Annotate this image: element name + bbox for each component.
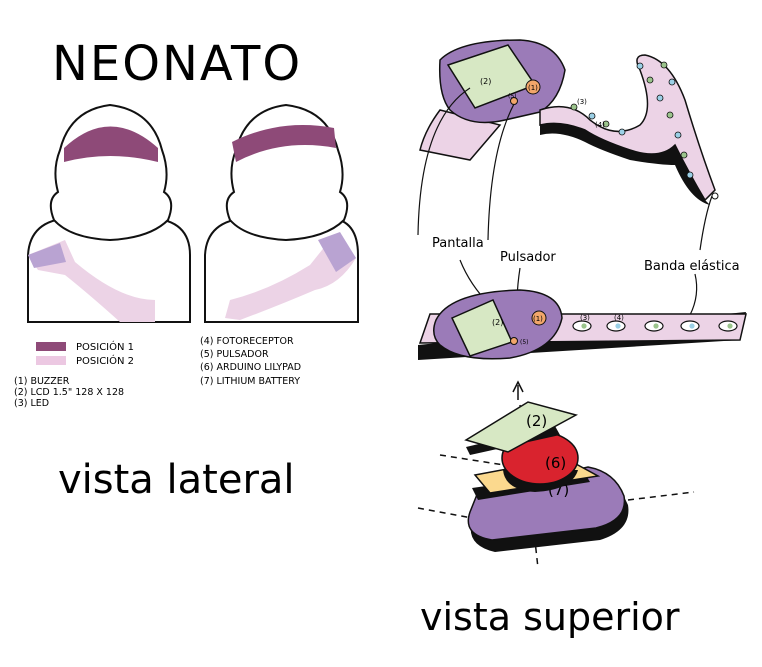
component-list-left: (1) BUZZER (2) LCD 1.5" 128 X 128 (3) LE… (14, 376, 124, 409)
callout-banda: Banda elástica (644, 259, 740, 274)
title: NEONATO (52, 36, 302, 92)
svg-text:(3): (3) (580, 314, 590, 322)
exploded-view: (7) (6) (2) (417, 380, 695, 569)
legend-swatch-position-2 (36, 356, 66, 365)
component-item: (4) FOTORECEPTOR (200, 336, 294, 347)
component-item: (5) PULSADOR (200, 349, 269, 360)
led-dots (570, 61, 694, 179)
base-case (467, 466, 626, 541)
device-lateral-view: (2) (1) (5) (3) (4) (419, 39, 719, 205)
svg-text:(2): (2) (480, 77, 491, 86)
shoulder-band-pink-2 (225, 240, 356, 320)
component-list-right: (4) FOTORECEPTOR (5) PULSADOR (6) ARDUIN… (200, 336, 301, 387)
component-item: (6) ARDUINO LILYPAD (200, 362, 301, 373)
component-item: (3) LED (14, 398, 49, 409)
svg-text:(6): (6) (545, 454, 566, 472)
component-item: (1) BUZZER (14, 376, 70, 387)
component-item: (7) LITHIUM BATTERY (200, 376, 300, 387)
view-label-superior: vista superior (420, 595, 680, 639)
headband-position-2 (232, 125, 336, 162)
baby-figure-position-1 (27, 103, 191, 323)
legend-label-position-1: POSICIÓN 1 (76, 340, 134, 353)
buzzer-icon (531, 310, 547, 326)
svg-text:(1): (1) (533, 315, 543, 323)
svg-text:(2): (2) (492, 318, 503, 327)
svg-text:(4): (4) (595, 121, 605, 129)
svg-text:(5): (5) (508, 93, 517, 100)
baby-figure-position-2 (204, 103, 359, 323)
led-row (572, 320, 738, 332)
callout-pulsador: Pulsador (500, 250, 556, 265)
legend-label-position-2: POSICIÓN 2 (76, 354, 134, 367)
svg-text:(2): (2) (526, 412, 547, 430)
device-top-view: (2) (1) (5) (3) (4) (418, 289, 747, 360)
callout-pantalla: Pantalla (432, 236, 484, 251)
legend-swatch-position-1 (36, 342, 66, 351)
view-label-lateral: vista lateral (58, 457, 295, 503)
elastic-band (539, 54, 716, 202)
component-item: (2) LCD 1.5" 128 X 128 (14, 387, 124, 398)
svg-text:(3): (3) (577, 98, 587, 106)
headband-position-1 (64, 126, 158, 162)
screen-layer (464, 401, 579, 453)
button-icon (510, 337, 518, 345)
svg-text:(5): (5) (520, 339, 529, 346)
svg-text:(4): (4) (614, 314, 624, 322)
buzzer-icon (525, 79, 541, 95)
svg-text:(1): (1) (528, 84, 538, 92)
